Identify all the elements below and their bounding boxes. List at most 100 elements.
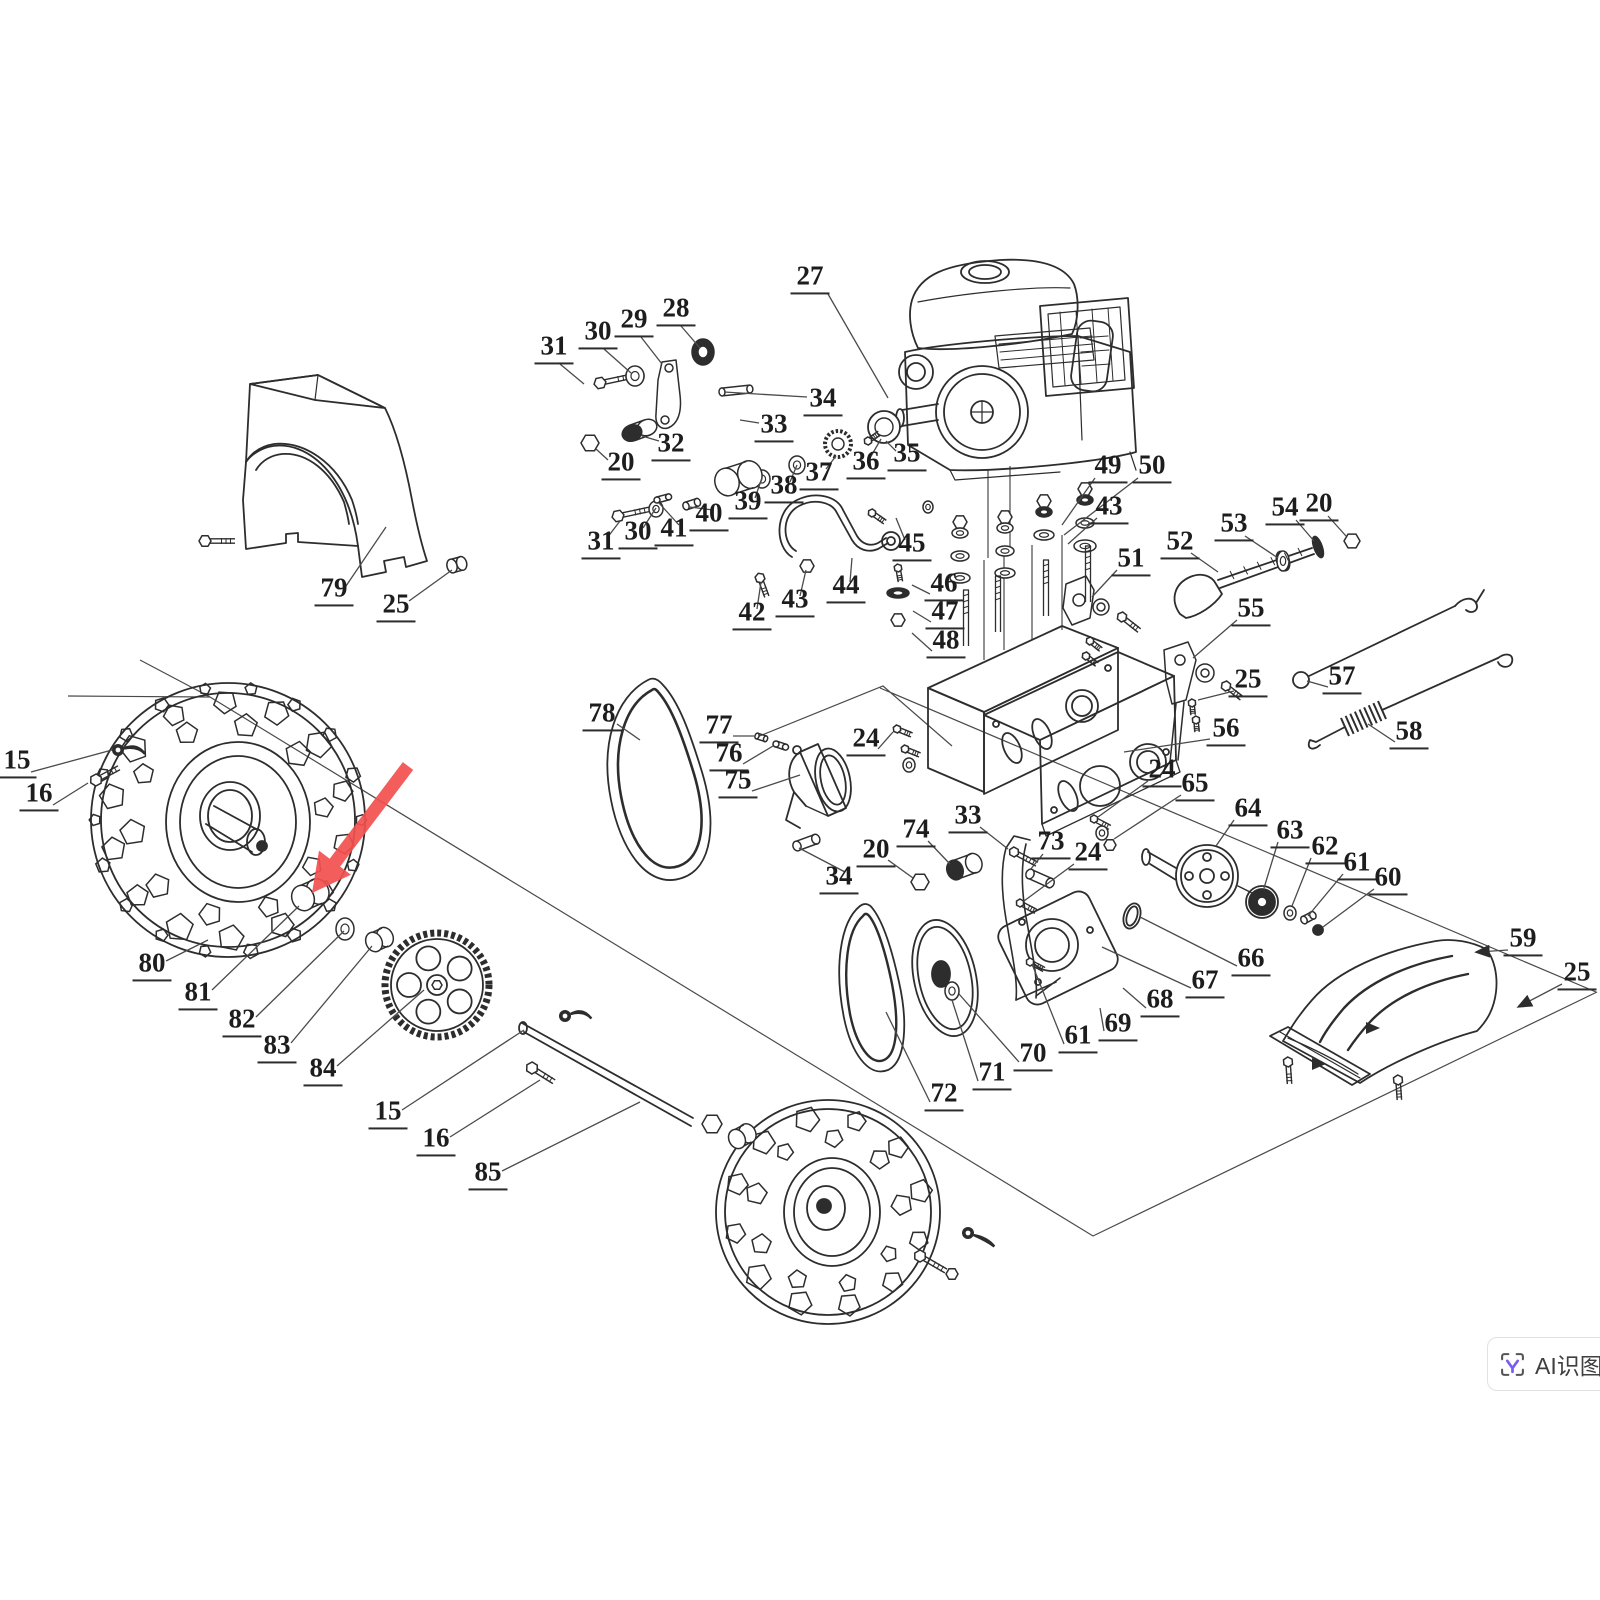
part-callout-25: 25 <box>376 590 416 623</box>
o-ring-66 <box>1122 902 1142 930</box>
part-callout-37: 37 <box>799 458 839 491</box>
part-callout-33: 33 <box>948 801 988 834</box>
part-callout-85: 85 <box>468 1158 508 1191</box>
part-callout-47: 47 <box>925 597 965 630</box>
transmission-housing <box>927 625 1181 837</box>
bracket-55 <box>1163 641 1215 763</box>
part-callout-65: 65 <box>1175 769 1215 802</box>
part-callout-73: 73 <box>1031 827 1071 860</box>
drive-belt-72 <box>838 903 906 1073</box>
leader-lines <box>30 293 1563 1172</box>
part-callout-20: 20 <box>856 835 896 868</box>
part-callout-81: 81 <box>178 978 218 1011</box>
part-callout-40: 40 <box>689 499 729 532</box>
control-rod <box>1292 589 1485 689</box>
ai-recognition-badge[interactable]: AI识图 <box>1487 1337 1600 1391</box>
tension-spring <box>1307 653 1514 750</box>
disc-64 <box>1141 844 1324 936</box>
part-callout-52: 52 <box>1160 527 1200 560</box>
engine <box>895 258 1137 481</box>
part-callout-39: 39 <box>728 487 768 520</box>
construction-lines <box>67 466 1598 1237</box>
part-callout-63: 63 <box>1270 816 1310 849</box>
part-callout-62: 62 <box>1305 832 1345 865</box>
part-callout-53: 53 <box>1214 509 1254 542</box>
part-callout-34: 34 <box>803 384 843 417</box>
part-callout-56: 56 <box>1206 714 1246 747</box>
pulley-71 <box>911 919 979 1037</box>
part-callout-57: 57 <box>1322 662 1362 695</box>
axle-shaft <box>518 1021 694 1127</box>
part-callout-20: 20 <box>1299 489 1339 522</box>
part-callout-43: 43 <box>775 585 815 618</box>
highlight-arrow <box>312 762 414 893</box>
part-callout-68: 68 <box>1140 985 1180 1018</box>
part-callout-78: 78 <box>582 699 622 732</box>
skid-plate <box>1269 939 1498 1086</box>
part-callout-77: 77 <box>699 711 739 744</box>
part-callout-72: 72 <box>924 1079 964 1112</box>
part-callout-71: 71 <box>972 1058 1012 1091</box>
part-callout-45: 45 <box>892 529 932 562</box>
part-callout-66: 66 <box>1231 944 1271 977</box>
part-callout-75: 75 <box>718 766 758 799</box>
part-callout-80: 80 <box>132 949 172 982</box>
part-callout-43: 43 <box>1089 492 1129 525</box>
shift-fork <box>1001 835 1061 1001</box>
friction-plate <box>997 890 1119 1006</box>
part-callout-32: 32 <box>651 429 691 462</box>
part-callout-61: 61 <box>1337 848 1377 881</box>
part-callout-64: 64 <box>1228 794 1268 827</box>
part-callout-42: 42 <box>732 598 772 631</box>
part-callout-79: 79 <box>314 574 354 607</box>
part-callout-60: 60 <box>1368 863 1408 896</box>
part-callout-48: 48 <box>926 626 966 659</box>
tensioner-assembly <box>785 743 852 829</box>
part-callout-27: 27 <box>790 262 830 295</box>
part-callout-29: 29 <box>614 305 654 338</box>
part-callout-24: 24 <box>1142 755 1182 788</box>
part-callout-28: 28 <box>656 294 696 327</box>
part-callout-49: 49 <box>1088 451 1128 484</box>
part-callout-61: 61 <box>1058 1021 1098 1054</box>
part-callout-35: 35 <box>887 439 927 472</box>
part-callout-30: 30 <box>578 317 618 350</box>
part-callout-69: 69 <box>1098 1009 1138 1042</box>
part-callout-24: 24 <box>846 724 886 757</box>
part-callout-76: 76 <box>709 739 749 772</box>
part-callout-33: 33 <box>754 410 794 443</box>
drive-belt-78 <box>606 677 712 881</box>
part-callout-16: 16 <box>416 1124 456 1157</box>
part-callout-55: 55 <box>1231 594 1271 627</box>
part-callout-59: 59 <box>1503 924 1543 957</box>
fasteners-and-details <box>88 338 1404 1317</box>
belt-cover <box>242 374 428 578</box>
part-callout-24: 24 <box>1068 838 1108 871</box>
part-callout-50: 50 <box>1132 451 1172 484</box>
part-callout-74: 74 <box>896 815 936 848</box>
part-callout-58: 58 <box>1389 717 1429 750</box>
part-callout-51: 51 <box>1111 544 1151 577</box>
part-callout-38: 38 <box>764 471 804 504</box>
part-callout-70: 70 <box>1013 1039 1053 1072</box>
ai-badge-label: AI识图 <box>1535 1353 1600 1379</box>
right-wheel <box>715 1099 941 1325</box>
part-callout-82: 82 <box>222 1005 262 1038</box>
part-callout-34: 34 <box>819 862 859 895</box>
part-callout-25: 25 <box>1557 958 1597 991</box>
part-callout-15: 15 <box>368 1097 408 1130</box>
part-callout-83: 83 <box>257 1031 297 1064</box>
part-callout-41: 41 <box>654 514 694 547</box>
part-callout-16: 16 <box>19 779 59 812</box>
part-callout-44: 44 <box>826 571 866 604</box>
scan-ai-icon <box>1501 1352 1524 1376</box>
part-callout-54: 54 <box>1265 493 1305 526</box>
part-callout-31: 31 <box>581 527 621 560</box>
part-callout-84: 84 <box>303 1054 343 1087</box>
part-callout-15: 15 <box>0 746 37 779</box>
part-callout-20: 20 <box>601 448 641 481</box>
part-callout-30: 30 <box>618 517 658 550</box>
